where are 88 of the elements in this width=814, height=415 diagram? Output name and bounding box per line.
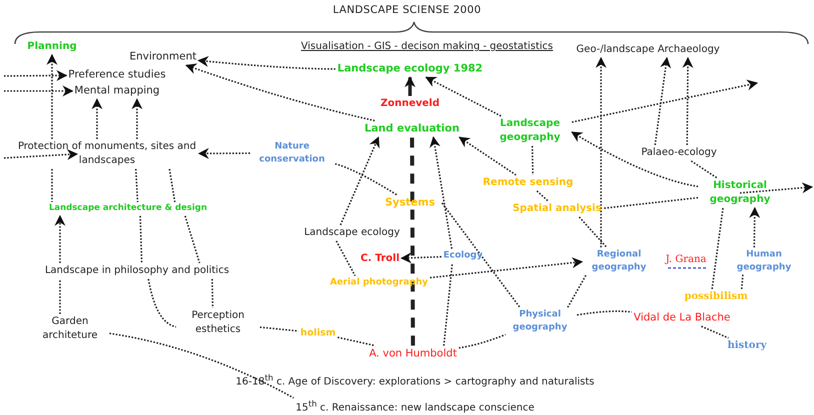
node-label: Palaeo-ecology	[641, 146, 717, 160]
dotted-connector	[701, 326, 729, 339]
node-label: 16-18$^{th}$ c. Age of Discovery: explorations > cartography and naturalists	[236, 372, 594, 390]
dotted-arrow	[596, 56, 606, 248]
node-label: 15$^{th}$ c. Renaissance: new landscape conscience	[296, 398, 534, 415]
dotted-arrow	[46, 54, 58, 139]
dotted-arrow	[572, 80, 758, 123]
dotted-connector	[184, 216, 200, 264]
dotted-arrow	[132, 98, 142, 139]
dotted-arrow	[4, 149, 78, 160]
dotted-connector	[536, 190, 549, 202]
node-label: A. von Humboldt	[369, 346, 457, 362]
dotted-arrow	[4, 86, 74, 96]
node-label: Visualisation - GIS - decison making - geostatistics	[301, 40, 553, 54]
node-label: possibilism	[684, 290, 748, 304]
dotted-arrow	[425, 76, 502, 117]
node-label: Land evaluation	[364, 122, 460, 136]
node-label: Perception esthetics	[178, 309, 258, 337]
node-label: Aerial photography	[330, 276, 428, 290]
node-label: Remote sensing	[482, 176, 574, 190]
node-label: Mental mapping	[74, 84, 160, 98]
dotted-connector	[59, 279, 61, 314]
dotted-connector	[135, 168, 138, 202]
dotted-arrow	[4, 70, 68, 82]
dotted-arrow	[430, 257, 584, 278]
dotted-arrow	[740, 182, 814, 194]
dotted-arrow	[749, 206, 760, 248]
node-label: Landscape geography	[490, 117, 570, 145]
dotted-connector	[690, 160, 718, 179]
node-label: Spatial analysis	[512, 202, 602, 216]
dotted-arrow	[340, 136, 380, 226]
node-label: Physical geography	[505, 308, 575, 334]
node-label: C. Troll	[360, 252, 400, 266]
dotted-connector	[139, 216, 143, 264]
thick-arrow	[404, 76, 416, 96]
dotted-connector	[338, 336, 376, 346]
dashed-line	[410, 137, 415, 346]
node-label: Preference studies	[68, 68, 166, 82]
dotted-connector	[532, 146, 534, 176]
dotted-arrow	[571, 132, 698, 188]
node-label: Historical geography	[700, 179, 780, 207]
dotted-connector	[740, 274, 744, 290]
dotted-arrow	[92, 98, 102, 139]
node-label: Protection of monuments, sites and landscapes	[17, 140, 197, 168]
dotted-connector	[441, 202, 520, 308]
dotted-arrow	[682, 56, 694, 145]
node-label: Vidal de La Blache	[634, 310, 730, 326]
diagram-title: LANDSCAPE SCIENSE 2000	[332, 4, 482, 16]
dotted-arrow	[54, 214, 66, 263]
dotted-connector	[51, 169, 53, 202]
dotted-arrow	[400, 252, 442, 264]
dotted-connector	[711, 208, 724, 290]
node-label: Geo-/landscape Archaeology	[576, 43, 720, 57]
dotted-connector	[603, 196, 698, 210]
dotted-connector	[458, 334, 506, 349]
dotted-arrow	[185, 63, 375, 122]
node-label: Planning	[27, 40, 77, 54]
node-label: Landscape in philosophy and politics	[44, 264, 230, 278]
node-label: history	[727, 339, 767, 353]
node-label: Landscape architecture & design	[48, 203, 208, 215]
dotted-arrow	[654, 56, 672, 146]
node-label: Human geography	[729, 248, 799, 274]
node-label: Nature conservation	[252, 140, 332, 166]
dotted-connector	[443, 263, 454, 346]
dotted-connector	[336, 240, 356, 276]
dotted-connector	[334, 162, 397, 196]
node-label: Environment	[129, 50, 197, 64]
node-label: Ecology	[443, 250, 483, 262]
dotted-connector	[148, 278, 176, 328]
dotted-arrow	[458, 136, 516, 176]
dotted-connector	[109, 332, 294, 399]
dotted-arrow	[198, 148, 250, 159]
node-label: Systems	[385, 196, 435, 210]
dotted-arrow	[430, 136, 453, 249]
dotted-connector	[578, 216, 608, 248]
dotted-arrow	[197, 56, 336, 70]
node-label: Landscape ecology 1982	[337, 62, 483, 76]
node-label: Garden architeture	[32, 315, 108, 343]
dotted-connector	[260, 326, 298, 332]
dotted-connector	[576, 310, 632, 316]
node-label: holism	[300, 326, 336, 340]
node-label: Landscape ecology	[304, 226, 400, 240]
dotted-connector	[567, 274, 587, 308]
node-label: Regional geography	[584, 248, 654, 274]
node-label: Zonneveld	[380, 97, 440, 111]
dotted-connector	[211, 278, 214, 308]
node-label: J. Grana	[666, 253, 706, 267]
dotted-connector	[168, 168, 176, 202]
